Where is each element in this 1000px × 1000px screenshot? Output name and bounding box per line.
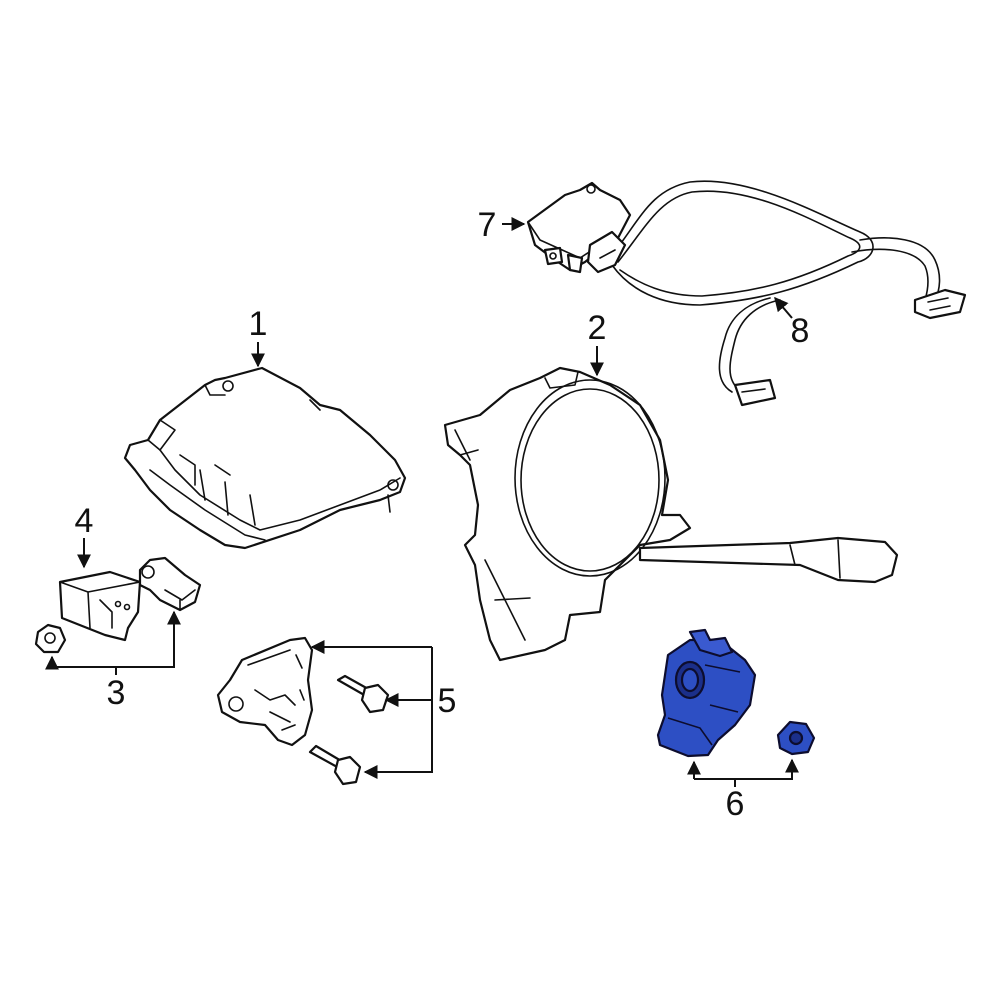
part-5-bolt-lower[interactable] [308,744,362,786]
callout-2: 2 [588,309,607,347]
part-7-module[interactable] [526,181,632,274]
callout-6: 6 [726,785,745,823]
callout-8: 8 [791,312,810,350]
part-1-control-module[interactable] [123,366,407,550]
callout-1: 1 [249,305,268,343]
part-6-nut-highlighted[interactable] [776,720,816,756]
part-2-clock-spring[interactable] [443,366,899,662]
callout-labels: 1 2 3 4 5 6 7 8 [75,206,810,823]
callout-5: 5 [438,682,457,720]
leader-lines [45,217,799,787]
part-8-wiring-harness[interactable] [611,180,967,407]
callout-7: 7 [478,206,497,244]
part-3-impact-sensor[interactable] [138,556,202,612]
part-5-sensor[interactable] [216,636,314,747]
part-6-sensor-highlighted[interactable] [656,628,757,758]
callout-3: 3 [107,674,126,712]
part-5-bolt-upper[interactable] [336,674,390,714]
part-4-sensor-bracket[interactable] [58,570,142,642]
part-3-nut[interactable] [34,623,67,654]
callout-4: 4 [75,502,94,540]
